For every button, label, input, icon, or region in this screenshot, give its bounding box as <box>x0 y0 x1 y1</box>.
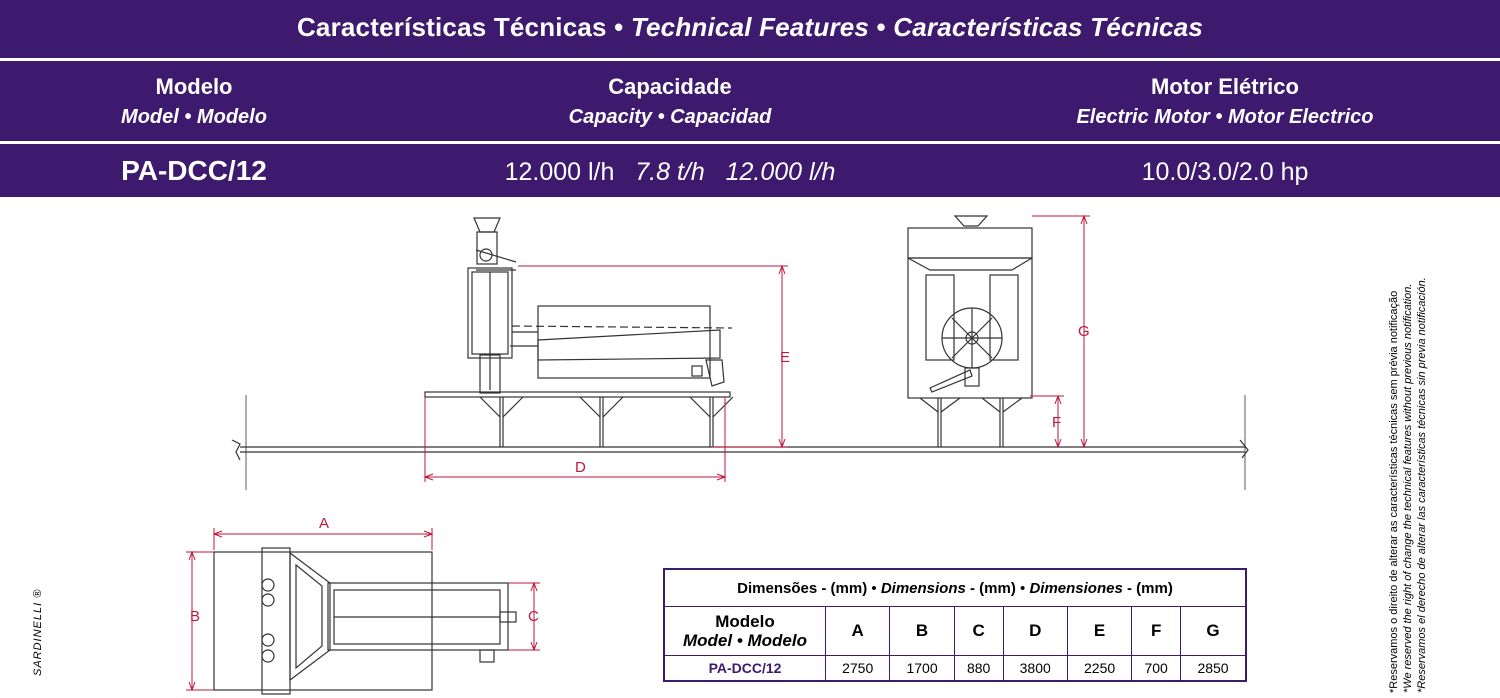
title-band: Características Técnicas • Technical Fea… <box>0 0 1500 58</box>
column-header-g: G <box>1180 606 1247 656</box>
model-header-main: Modelo <box>155 74 233 99</box>
page-title: Características Técnicas • Technical Fea… <box>0 12 1500 43</box>
caption-unit: - (mm) <box>821 579 868 597</box>
front-view-machine <box>907 215 1033 447</box>
dimension-lines <box>186 214 1090 692</box>
cell-d: 3800 <box>1002 655 1068 682</box>
column-header-c: C <box>953 606 1004 656</box>
caption-unit: - (mm) <box>1127 579 1173 597</box>
capacity-value: 12.000 l/h 7.8 t/h 12.000 l/h <box>420 158 920 187</box>
motor-header: Motor Elétrico Electric Motor • Motor El… <box>1025 74 1425 129</box>
capacity-lh: 12.000 l/h <box>504 158 615 186</box>
column-header-a: A <box>824 606 891 656</box>
model-column-main: Modelo <box>715 612 775 631</box>
capacity-th: 7.8 t/h <box>635 158 705 186</box>
capacity-header-sub: Capacity • Capacidad <box>568 106 772 128</box>
note-es: *Reservamos el derecho de alterar las ca… <box>1416 277 1428 693</box>
disclaimer-notes: *Reservamos o direito de alterar as cara… <box>1380 205 1450 695</box>
dimension-label-a: A <box>319 515 329 532</box>
floor-line <box>231 395 1249 490</box>
note-pt: *Reservamos o direito de alterar as cara… <box>1388 290 1400 693</box>
dimensions-table: Dimensões - (mm) • Dimensions - (mm) • D… <box>663 568 1247 682</box>
motor-value: 10.0/3.0/2.0 hp <box>1141 158 1309 186</box>
dimensions-caption: Dimensões - (mm) • Dimensions - (mm) • D… <box>663 568 1247 607</box>
top-view-machine <box>213 547 517 695</box>
cell-b: 1700 <box>889 655 955 682</box>
row-model: PA-DCC/12 <box>663 655 826 682</box>
dimension-label-g: G <box>1078 323 1090 340</box>
cell-c: 880 <box>953 655 1004 682</box>
title-pt: Características Técnicas <box>296 12 607 42</box>
note-en: *We reserved the right of change the tec… <box>1402 283 1414 693</box>
column-header-b: B <box>889 606 955 656</box>
caption-unit: - (mm) <box>970 579 1016 597</box>
title-separator: • <box>876 12 886 42</box>
dimension-label-f: F <box>1052 414 1061 431</box>
title-en: Technical Features <box>630 12 870 42</box>
motor-header-sub: Electric Motor • Motor Electrico <box>1076 106 1374 128</box>
model-header: Modelo Model • Modelo <box>44 74 344 129</box>
caption-main: Dimensões <box>737 579 818 597</box>
capacity-header: Capacidade Capacity • Capacidad <box>470 74 870 129</box>
dimension-label-d: D <box>575 459 586 476</box>
caption-en: Dimensions <box>880 579 966 597</box>
capacity-lh-2: 12.000 l/h <box>725 158 836 186</box>
side-view-machine <box>424 217 734 447</box>
model-column-header: Modelo Model • Modelo <box>663 606 826 656</box>
model-column-sub: Model • Modelo <box>683 631 807 650</box>
dimension-label-c: C <box>528 608 539 625</box>
signature-logo: SARDINELLI ® <box>32 588 44 676</box>
dimension-label-e: E <box>780 349 790 366</box>
model-header-sub: Model • Modelo <box>121 106 267 128</box>
cell-a: 2750 <box>824 655 891 682</box>
cell-e: 2250 <box>1066 655 1133 682</box>
dimension-label-b: B <box>190 608 200 625</box>
column-header-e: E <box>1066 606 1133 656</box>
technical-drawing: E G F D A B C <box>186 214 1249 695</box>
cell-g: 2850 <box>1180 655 1247 682</box>
capacity-header-main: Capacidade <box>608 74 732 99</box>
title-separator: • <box>614 12 624 42</box>
column-header-f: F <box>1131 606 1182 656</box>
header-band: Modelo Model • Modelo Capacidade Capacit… <box>0 61 1500 141</box>
model-value: PA-DCC/12 <box>121 155 267 186</box>
table-row: PA-DCC/12 2750 1700 880 3800 2250 700 28… <box>663 655 1247 682</box>
motor-header-main: Motor Elétrico <box>1151 74 1299 99</box>
caption-es: Dimensiones <box>1029 579 1123 597</box>
values-band: PA-DCC/12 12.000 l/h 7.8 t/h 12.000 l/h … <box>0 144 1500 197</box>
column-header-d: D <box>1002 606 1068 656</box>
cell-f: 700 <box>1131 655 1182 682</box>
title-es: Características Técnicas <box>893 12 1204 42</box>
